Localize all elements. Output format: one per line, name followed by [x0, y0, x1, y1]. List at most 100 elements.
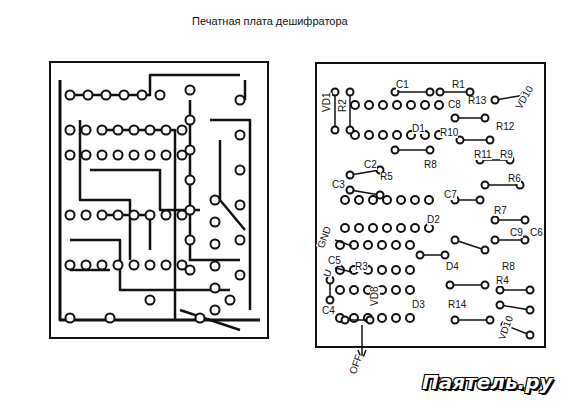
pad: [492, 97, 499, 104]
pad: [162, 211, 171, 220]
part-label: C3: [332, 180, 345, 190]
component-body: [395, 149, 430, 151]
pad: [452, 115, 459, 122]
pad: [98, 211, 107, 220]
trace: [100, 215, 150, 250]
part-label: R11: [474, 150, 492, 160]
pad: [336, 286, 344, 294]
pad: [332, 127, 339, 134]
component-body: [349, 92, 351, 130]
pad: [383, 196, 391, 204]
pad: [497, 302, 504, 309]
part-label: R9: [500, 150, 513, 160]
part-label: C4: [322, 306, 335, 316]
pad: [130, 211, 139, 220]
pad: [407, 101, 415, 109]
pad: [146, 211, 155, 220]
pad: [82, 211, 91, 220]
pad: [162, 151, 171, 160]
pad: [186, 116, 195, 125]
pad: [379, 101, 387, 109]
pad: [236, 131, 245, 140]
pad: [482, 247, 489, 254]
pad: [383, 224, 391, 232]
pad: [355, 196, 363, 204]
pad: [442, 252, 449, 259]
part-label: R14: [448, 300, 466, 310]
title: Печатная плата дешифратора: [192, 15, 348, 27]
pad: [392, 266, 400, 274]
pad: [378, 314, 386, 322]
pad: [492, 237, 499, 244]
pad: [378, 266, 386, 274]
trace: [60, 80, 260, 320]
pad: [332, 89, 339, 96]
pad: [82, 261, 91, 270]
pad: [114, 261, 123, 270]
pad: [211, 306, 220, 315]
pad: [392, 147, 399, 154]
part-label: VD8: [370, 287, 380, 306]
part-label: GND: [316, 225, 333, 249]
pad: [130, 151, 139, 160]
part-label: R10: [440, 128, 458, 138]
pad: [102, 91, 111, 100]
pad: [467, 89, 474, 96]
pad: [106, 314, 115, 323]
pad: [369, 196, 377, 204]
component-body: [334, 92, 336, 130]
part-label: D3: [412, 300, 425, 310]
pad: [347, 187, 354, 194]
trace: [220, 140, 245, 230]
part-label: D2: [427, 215, 440, 225]
pad: [186, 86, 195, 95]
part-label: R7: [494, 206, 507, 216]
pad: [146, 151, 155, 160]
pad: [114, 151, 123, 160]
part-label: R8: [424, 160, 437, 170]
pad: [236, 236, 245, 245]
pad: [82, 126, 91, 135]
component-body: [500, 305, 530, 310]
pad: [487, 317, 494, 324]
part-label: R4: [496, 276, 509, 286]
pad: [350, 286, 358, 294]
part-label: VD1: [322, 93, 332, 112]
pad: [130, 261, 139, 270]
pad: [226, 296, 235, 305]
pad: [417, 252, 424, 259]
pad: [236, 271, 245, 280]
pad: [482, 115, 489, 122]
pad: [66, 314, 75, 323]
component-body: [350, 170, 380, 175]
pad: [369, 224, 377, 232]
pad: [114, 126, 123, 135]
pad: [347, 127, 354, 134]
board-outline: [316, 63, 545, 347]
part-label: C8: [448, 100, 461, 110]
part-label: C9: [510, 228, 523, 238]
pad: [178, 126, 187, 135]
pad: [482, 182, 489, 189]
pad: [364, 241, 372, 249]
pad: [421, 101, 429, 109]
part-label: C2: [364, 160, 377, 170]
component-body: [350, 190, 380, 195]
part-label: R6: [508, 174, 521, 184]
pad: [427, 89, 434, 96]
trace: [180, 310, 240, 330]
pad: [350, 314, 358, 322]
pad: [146, 261, 155, 270]
pad: [211, 262, 220, 271]
pad: [146, 126, 155, 135]
pad: [397, 224, 405, 232]
part-label: C5: [328, 256, 341, 266]
pad: [327, 297, 334, 304]
pad: [98, 261, 107, 270]
board-outline: [50, 62, 268, 338]
pad: [487, 137, 494, 144]
part-label: R3: [355, 262, 368, 272]
pad: [66, 261, 75, 270]
pad: [186, 266, 195, 275]
